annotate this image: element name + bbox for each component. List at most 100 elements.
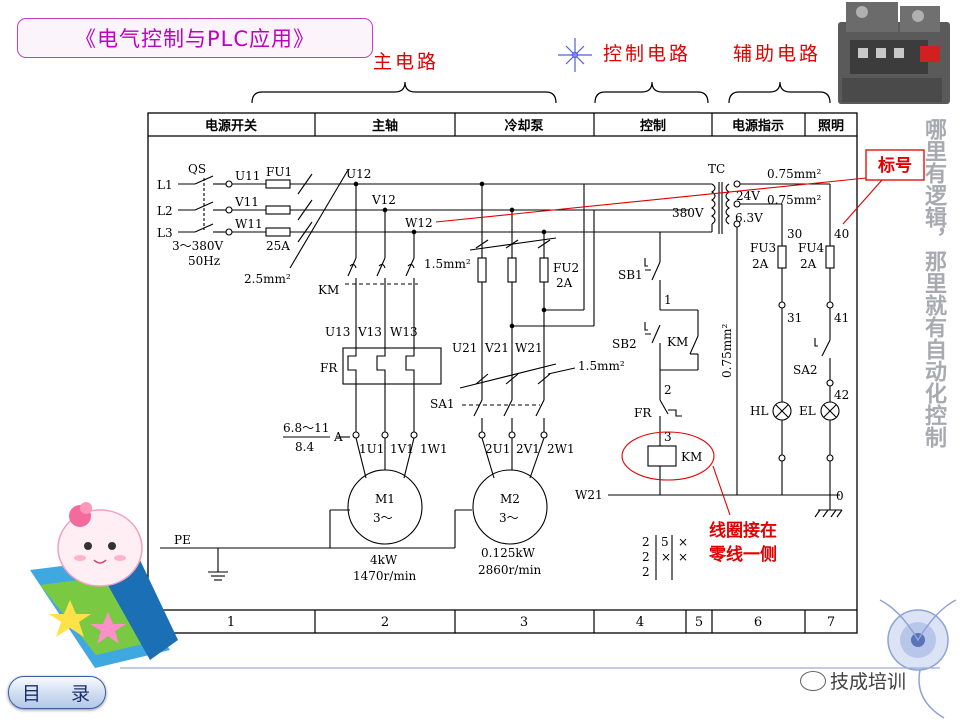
m1-label: M1 [375,492,395,506]
node-42-label: 42 [834,388,849,402]
w1-label: 1W1 [420,442,448,456]
flower-ornament [879,599,957,719]
xref-c1: × [678,550,688,564]
wire-a-label: 0.75mm² [767,167,821,181]
xref-a2: 2 [642,550,650,564]
toc-button[interactable]: 目 录 [8,676,106,709]
relay-photo [838,2,950,104]
xref-c2: × [661,550,671,564]
fu3-rating: 2A [752,257,769,271]
v2-label: 2V1 [516,442,540,456]
aux-circuit-label: 辅助电路 [733,43,821,65]
el-label: EL [799,404,816,418]
fr-unit: A [333,430,343,444]
km-label: KM [318,283,339,297]
node-3-label: 3 [664,430,672,444]
xref-b1: 5 [661,535,669,549]
node-41-label: 41 [834,311,849,325]
l2-label: L2 [157,204,173,218]
tc-label: TC [708,162,725,176]
sb1-label: SB1 [618,268,643,282]
motor-m1 [347,469,423,545]
wire-b-label: 0.75mm² [767,193,821,207]
w21-ctrl-label: W21 [575,488,603,502]
tag-label: 标号 [878,155,912,176]
footer-cell-5: 5 [695,615,703,630]
header-cell-spindle: 主轴 [372,118,398,134]
u12-label: U12 [346,167,371,181]
control-circuit-label: 控制电路 [603,43,691,65]
header-cell-power-indicator: 电源指示 [732,118,784,134]
l1-label: L1 [157,178,173,192]
u13-label: U13 [325,325,350,339]
header-cell-lighting: 照明 [818,119,844,134]
xref-b2: × [678,535,688,549]
fr-setting-top: 6.8～11 [283,421,329,435]
l3-label: L3 [157,226,173,240]
header-cell-coolant-pump: 冷却泵 [504,118,543,134]
coil-highlight [621,431,715,481]
fu1-label: FU1 [266,165,292,179]
m2-power: 0.125kW [481,546,536,560]
node-30-label: 30 [787,227,802,241]
footer-cell-2: 2 [381,615,389,630]
fr-contact-label: FR [634,406,652,420]
wire-pump-label: 1.5mm² [424,257,471,271]
u2-label: 2U1 [485,442,510,456]
m2-speed: 2860r/min [478,563,542,577]
v63-label: 6.3V [735,211,763,225]
m2-symbol: 3～ [499,511,519,525]
w11-label: W11 [235,217,263,231]
motor-m2 [472,469,548,545]
watermark-text: 技成培训 [830,671,907,693]
m1-speed: 1470r/min [353,569,417,583]
wire-pump2-label: 1.5mm² [578,359,625,373]
v24-label: 24V [736,189,760,203]
v11-label: V11 [234,195,259,209]
wire-main-label: 2.5mm² [244,272,291,286]
node-1-label: 1 [664,293,672,307]
m2-label: M2 [500,492,520,506]
watermark: 技成培训 [800,667,906,694]
sparkle-icon [558,38,592,72]
sa1-label: SA1 [430,397,455,411]
m1-symbol: 3～ [373,511,393,525]
mascot-illustration [30,502,178,668]
wire-c-label: 0.75mm² [720,324,734,378]
km-coil-label: KM [681,450,702,464]
v1-label: 1V1 [390,442,414,456]
fr-label: FR [320,361,338,375]
header-cell-control: 控制 [640,118,666,134]
fr-setting-bottom: 8.4 [295,440,314,454]
fu2-rating: 2A [556,276,573,290]
node-40-label: 40 [834,227,849,241]
footer-cell-6: 6 [754,615,762,630]
km-coil [647,445,677,467]
footer-cell-3: 3 [520,615,528,630]
w13-label: W13 [390,325,418,339]
course-title: 《电气控制与PLC应用》 [17,18,373,58]
coil-note-line1: 线圈接在 [709,520,777,541]
wechat-icon [800,670,826,691]
v13-label: V13 [357,325,382,339]
footer-cell-4: 4 [636,615,644,630]
fu1-rating: 25A [266,239,290,253]
w21-label: W21 [515,341,543,355]
coil-note-line2: 零线一侧 [708,544,777,565]
u21-label: U21 [452,341,477,355]
v380-label: 380V [672,206,704,220]
sb2-label: SB2 [612,337,637,351]
xref-a1: 2 [642,535,650,549]
m1-power: 4kW [370,553,398,567]
freq-label: 50Hz [188,254,220,268]
header-cell-power-switch: 电源开关 [205,118,257,134]
node-31-label: 31 [787,311,802,325]
footer-cell-7: 7 [827,615,835,630]
fu3-label: FU3 [750,241,776,255]
fu2-label: FU2 [553,261,579,275]
fu4-label: FU4 [798,241,824,255]
node-2-label: 2 [664,383,672,397]
footer-cell-1: 1 [227,615,235,630]
xref-a3: 2 [642,565,650,579]
